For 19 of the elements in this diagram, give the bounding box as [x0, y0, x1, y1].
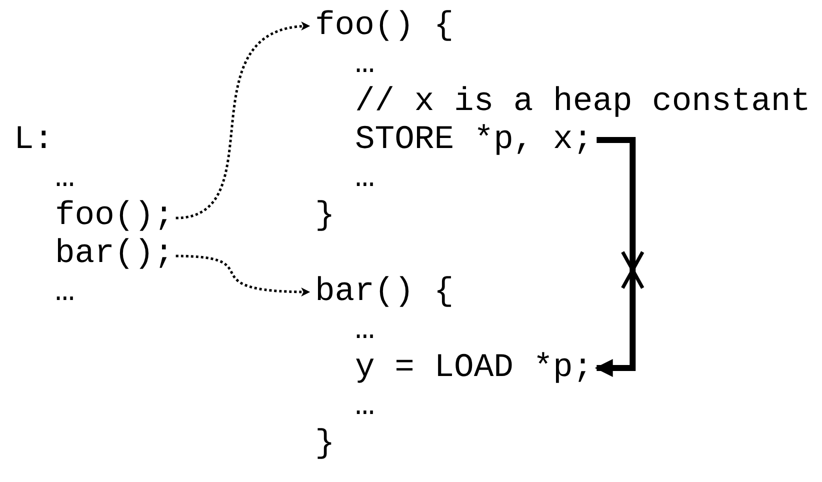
code-line: foo() {: [315, 7, 454, 45]
code-line: …: [55, 159, 75, 197]
code-line: …: [355, 159, 375, 197]
code-line: bar() {: [315, 273, 454, 311]
code-line: }: [315, 197, 335, 235]
code-line: L:: [14, 121, 54, 159]
code-line: }: [315, 425, 335, 463]
code-line: // x is a heap constant: [355, 83, 810, 121]
call-arrow: [176, 22, 310, 220]
code-line: foo();: [55, 197, 174, 235]
code-line: …: [55, 273, 75, 311]
code-line: …: [355, 311, 375, 349]
call-arrow: [176, 254, 310, 296]
dependency-arrow: [594, 137, 636, 377]
code-line: …: [355, 45, 375, 83]
code-line: …: [355, 387, 375, 425]
code-line: STORE *p, x;: [355, 121, 593, 159]
code-line: y = LOAD *p;: [355, 349, 593, 387]
code-line: bar();: [55, 235, 174, 273]
